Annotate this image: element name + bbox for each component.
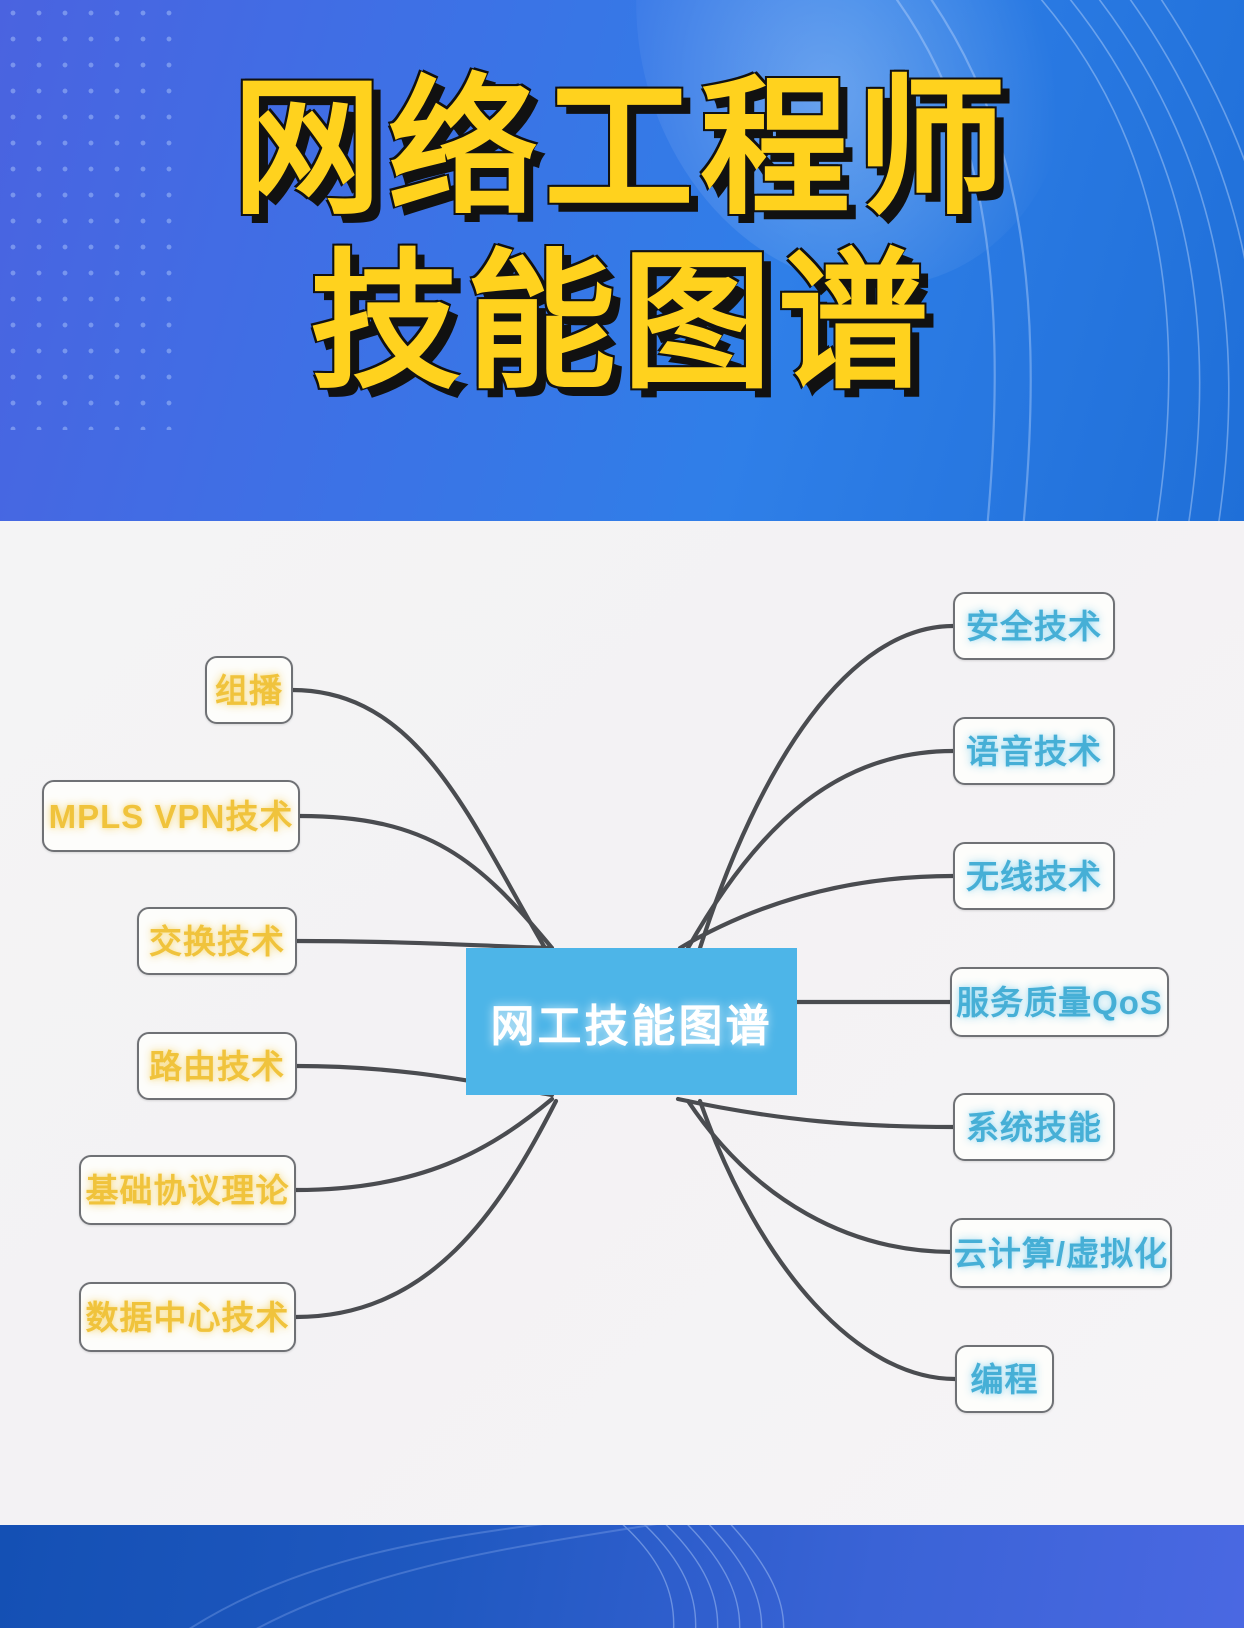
node-label: 无线技术: [966, 857, 1102, 895]
mindmap-node-security[interactable]: 安全技术: [953, 592, 1115, 660]
node-label: 服务质量QoS: [956, 983, 1163, 1021]
mindmap-node-multicast[interactable]: 组播: [205, 656, 293, 724]
curved-lines-decoration: [895, 0, 1244, 521]
mindmap-connectors: [289, 623, 958, 1382]
edge-left-1: [289, 687, 548, 951]
center-node-label: 网工技能图谱: [490, 1001, 773, 1051]
edge-right-3: [677, 873, 956, 951]
edge-left-5: [293, 1096, 555, 1193]
node-label: 组播: [215, 671, 283, 709]
title-line-2: 技能图谱: [309, 238, 934, 406]
edge-left-3: [293, 938, 555, 951]
mindmap-center-node[interactable]: 网工技能图谱: [466, 948, 797, 1095]
title-line-1: 网络工程师: [231, 64, 1012, 232]
edge-right-7: [697, 1098, 958, 1382]
mindmap-node-data-center[interactable]: 数据中心技术: [79, 1282, 296, 1352]
node-label: MPLS VPN技术: [48, 797, 294, 835]
dot-pattern-decoration: [0, 0, 180, 430]
edge-left-6: [293, 1098, 559, 1320]
mindmap-node-system-skills[interactable]: 系统技能: [953, 1093, 1115, 1161]
edge-right-5: [675, 1096, 956, 1130]
node-label: 云计算/虚拟化: [953, 1234, 1169, 1272]
edge-right-2: [685, 748, 956, 951]
node-label: 系统技能: [966, 1108, 1102, 1146]
mindmap-node-voice[interactable]: 语音技术: [953, 717, 1115, 785]
node-label: 编程: [970, 1360, 1039, 1398]
mindmap-node-switching[interactable]: 交换技术: [137, 907, 297, 975]
mindmap-canvas: 网工技能图谱 组播 MPLS VPN技术 交换技术 路由技术 基础协议理论 数据…: [0, 521, 1244, 1525]
footer-curves-decoration: [189, 1525, 785, 1628]
node-label: 基础协议理论: [85, 1171, 290, 1209]
node-label: 安全技术: [966, 607, 1102, 645]
mindmap-node-mpls-vpn[interactable]: MPLS VPN技术: [42, 780, 300, 852]
node-label: 数据中心技术: [85, 1298, 290, 1336]
mindmap-node-cloud-virtualization[interactable]: 云计算/虚拟化: [950, 1218, 1172, 1288]
mindmap-node-wireless[interactable]: 无线技术: [953, 842, 1115, 910]
node-label: 路由技术: [149, 1047, 285, 1085]
mindmap-node-qos[interactable]: 服务质量QoS: [950, 967, 1169, 1037]
mindmap-node-basic-protocol-theory[interactable]: 基础协议理论: [79, 1155, 296, 1225]
edge-right-1: [697, 623, 956, 951]
edge-left-2: [297, 813, 555, 951]
edge-right-6: [685, 1098, 956, 1255]
node-label: 语音技术: [966, 732, 1102, 770]
poster-footer: [0, 1525, 1244, 1628]
poster-header: 网络工程师 技能图谱: [0, 0, 1244, 521]
poster-title: 网络工程师 技能图谱: [0, 58, 1244, 412]
mindmap-node-routing[interactable]: 路由技术: [137, 1032, 297, 1100]
mindmap-node-programming[interactable]: 编程: [955, 1345, 1054, 1413]
node-label: 交换技术: [149, 922, 285, 960]
